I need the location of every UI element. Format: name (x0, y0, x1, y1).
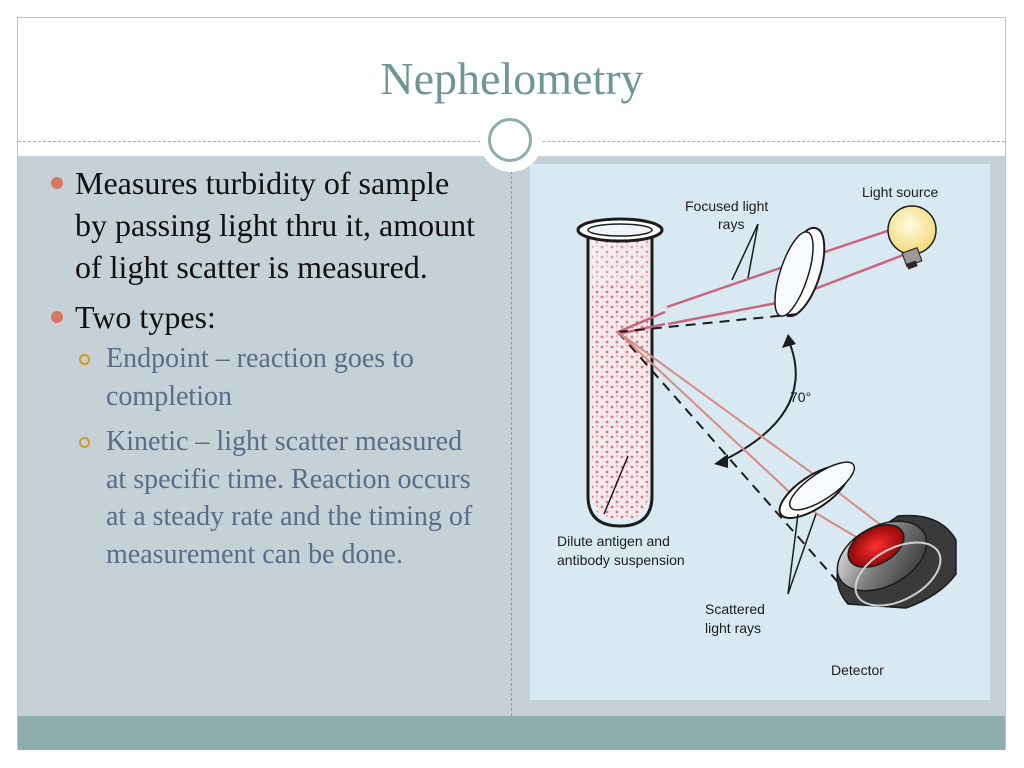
test-tube (576, 217, 664, 528)
angle-label: 70° (790, 389, 811, 405)
bullet-dot-icon (51, 177, 63, 189)
scattered-rays-label-line2: light rays (705, 620, 761, 636)
scattered-rays-label-line1: Scattered (705, 601, 765, 617)
ring-bullet-icon (79, 354, 90, 365)
bullet-list: Measures turbidity of sample by passing … (44, 162, 484, 573)
focusing-lens (774, 226, 826, 318)
light-bulb-icon (887, 205, 937, 270)
focused-rays-label-line1: Focused light (685, 198, 768, 214)
bullet-item: Two types: Endpoint – reaction goes to c… (44, 296, 484, 573)
sub-bullet-item: Endpoint – reaction goes to completion (75, 340, 484, 415)
sub-bullet-text: Endpoint – reaction goes to completion (106, 343, 414, 412)
sub-bullet-text: Kinetic – light scatter measured at spec… (106, 426, 473, 570)
ring-bullet-icon (79, 437, 90, 448)
scattered-rays-pointer (787, 513, 817, 595)
footer-band (18, 716, 1005, 750)
angle-arc (719, 338, 797, 463)
angle-arrowhead-bottom (714, 454, 728, 468)
detector-label: Detector (831, 662, 884, 678)
bullet-item: Measures turbidity of sample by passing … (44, 162, 484, 288)
tube-suspension (592, 284, 648, 520)
bullet-text: Two types: (75, 299, 216, 335)
focused-rays-label-line2: rays (718, 216, 744, 232)
light-source-label: Light source (862, 184, 938, 200)
suspension-pointer (603, 455, 629, 515)
bullet-dot-icon (51, 311, 63, 323)
diagram-svg: Focused light rays Light source 70° Dilu… (557, 184, 957, 678)
sub-bullet-list: Endpoint – reaction goes to completion K… (75, 340, 484, 573)
bullet-text: Measures turbidity of sample by passing … (75, 165, 475, 285)
sub-bullet-item: Kinetic – light scatter measured at spec… (75, 423, 484, 573)
angle-reference-lines (617, 313, 845, 590)
scattered-light-rays (617, 331, 883, 545)
slide-title: Nephelometry (380, 53, 644, 104)
tube-opening (587, 223, 653, 237)
detector-icon (836, 514, 957, 609)
focused-rays-pointer (731, 223, 759, 281)
divider-circle-ornament (488, 118, 532, 162)
suspension-label-line2: antibody suspension (557, 552, 685, 568)
angle-arrowhead-top (782, 334, 796, 348)
incident-light-rays (617, 224, 907, 336)
collecting-lens (778, 461, 856, 520)
column-divider (511, 156, 512, 716)
suspension-label-line1: Dilute antigen and (557, 533, 670, 549)
bullet-list-column: Measures turbidity of sample by passing … (44, 162, 484, 581)
nephelometer-diagram: Focused light rays Light source 70° Dilu… (530, 164, 990, 700)
